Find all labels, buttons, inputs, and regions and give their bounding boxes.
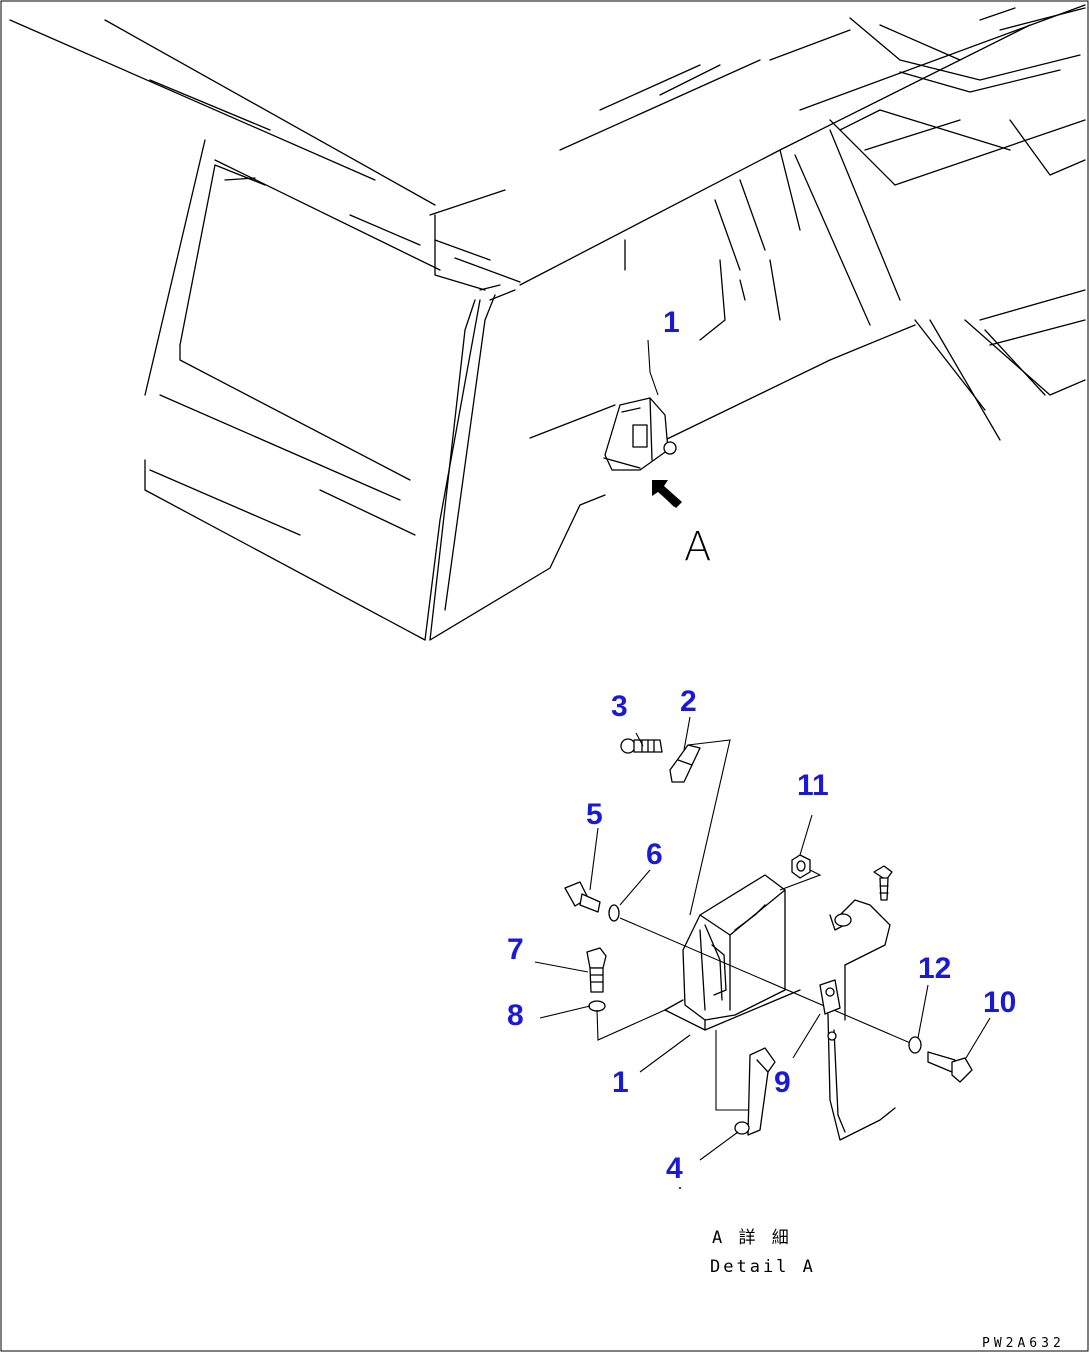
washer-12 xyxy=(908,1036,922,1054)
callout-4: 4 xyxy=(666,1152,683,1185)
callout-12: 12 xyxy=(918,952,951,985)
screw-top xyxy=(873,865,893,901)
detail-a-exploded-view xyxy=(534,716,991,1189)
view-letter-label: A xyxy=(684,524,711,570)
callout-1-detail: 1 xyxy=(612,1066,629,1099)
machine-overview xyxy=(9,4,1086,641)
callout-11: 11 xyxy=(797,769,829,802)
bolt-5 xyxy=(564,881,601,913)
latch-overview xyxy=(603,397,677,471)
callout-6: 6 xyxy=(646,838,663,871)
callout-2: 2 xyxy=(680,685,697,718)
bracket-9 xyxy=(819,964,896,1141)
link-4 xyxy=(715,1030,776,1136)
washer-8 xyxy=(588,1000,606,1012)
callout-10: 10 xyxy=(983,986,1016,1019)
callout-3: 3 xyxy=(611,690,628,723)
callout-9: 9 xyxy=(774,1066,791,1099)
callout-labels: 1 2 3 5 6 11 7 8 12 10 1 9 4 xyxy=(507,306,1016,1185)
plate-2 xyxy=(669,739,731,916)
washer-6 xyxy=(608,904,620,922)
callout-8: 8 xyxy=(507,999,524,1032)
drawing-code: PW2A632 xyxy=(982,1336,1065,1351)
callout-5: 5 xyxy=(586,798,603,831)
latch-bracket xyxy=(664,874,801,1031)
callout-1-overview: 1 xyxy=(663,306,680,339)
detail-caption-en: Detail A xyxy=(710,1257,816,1277)
nut-11 xyxy=(779,854,822,891)
bolt-7 xyxy=(586,947,607,993)
callout-7: 7 xyxy=(507,933,524,966)
detail-caption-jp: A 詳 細 xyxy=(712,1228,792,1248)
bolt-3 xyxy=(620,738,663,754)
pin-10 xyxy=(927,1051,973,1083)
view-arrow-icon xyxy=(652,480,682,508)
